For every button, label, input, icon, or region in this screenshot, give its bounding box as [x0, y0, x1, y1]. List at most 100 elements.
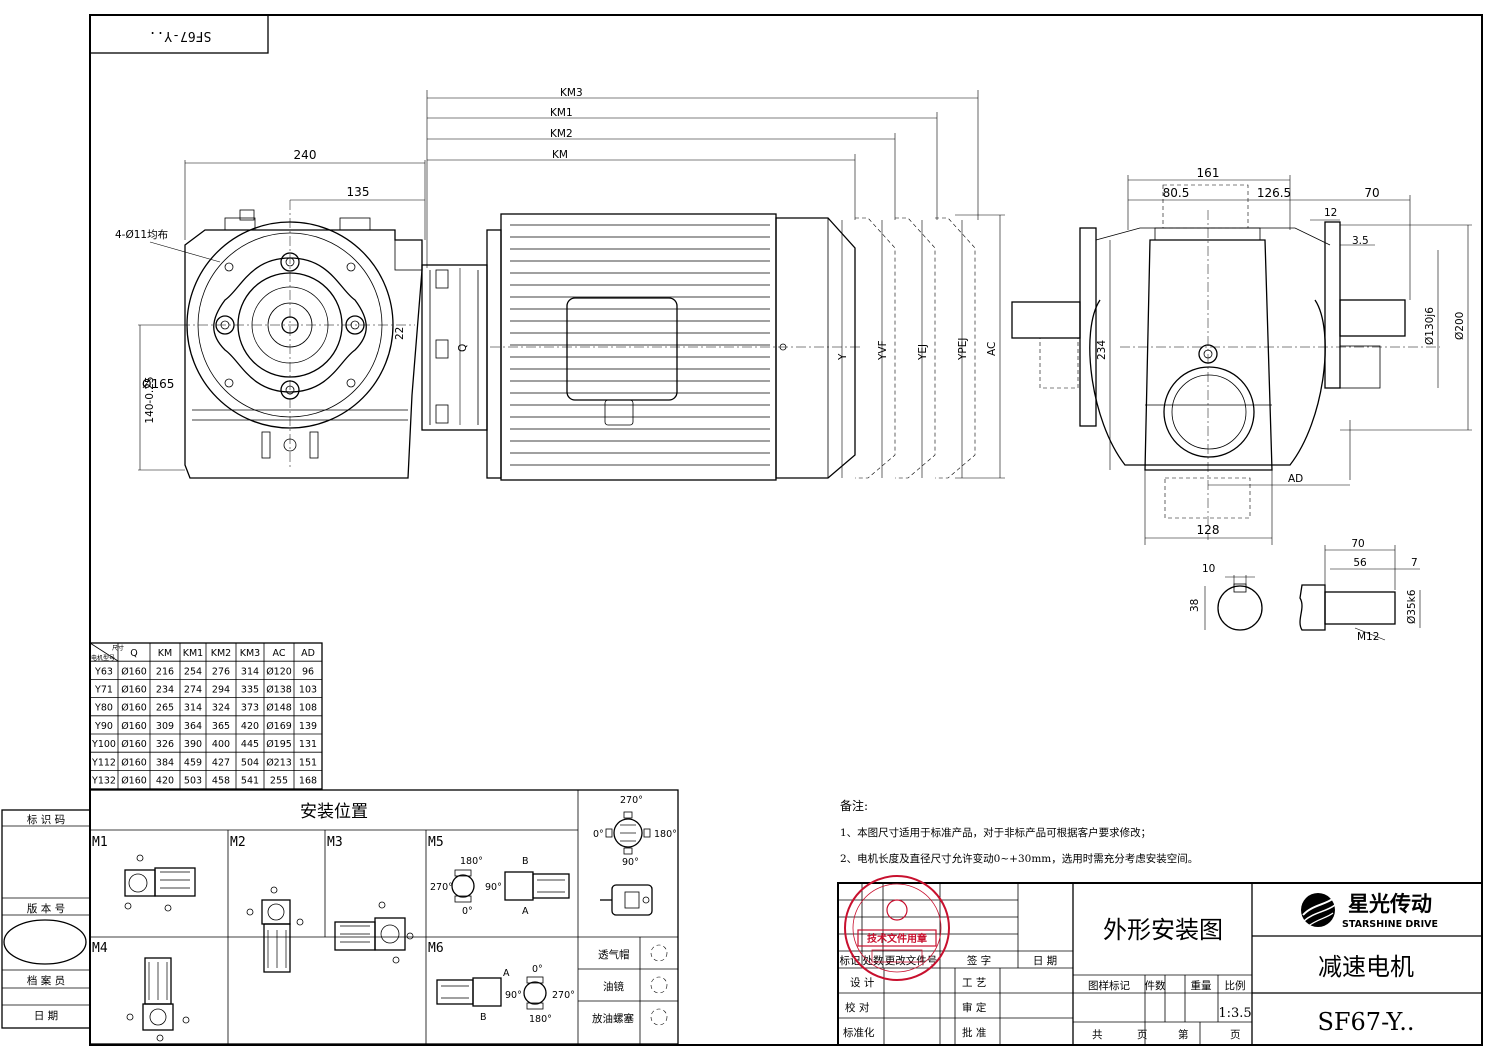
m6-angle-left: 90° [505, 990, 522, 1001]
dim-240: 240 [294, 148, 317, 162]
spec-header-q: Q [130, 648, 137, 659]
dim-ad: AD [1288, 473, 1303, 485]
dim-140: 140-0.25 [144, 376, 156, 423]
dim-km1: KM1 [550, 107, 573, 119]
spec-cell: 309 [156, 721, 174, 732]
dim-10: 10 [1202, 563, 1215, 575]
spec-cell: 276 [212, 666, 230, 677]
dim-234: 234 [1096, 340, 1108, 360]
tb-weight: 重量 [1191, 979, 1213, 992]
dim-km3: KM3 [560, 87, 583, 99]
spec-header-ad: AD [301, 648, 315, 659]
m5-letter-a: A [522, 906, 529, 917]
dim-y: Y [837, 353, 849, 361]
spec-header-km: KM [158, 648, 172, 659]
spec-cell: Ø120 [266, 666, 292, 677]
spec-cell: Ø160 [121, 703, 147, 714]
tb-process: 工 艺 [962, 977, 986, 989]
m5-angle-right: 90° [485, 882, 502, 893]
spec-cell: 384 [156, 757, 174, 768]
spec-cell: 131 [299, 739, 317, 750]
tb-review: 审 定 [962, 1001, 987, 1014]
spec-cell: 254 [184, 666, 202, 677]
tb-check: 校 对 [845, 1001, 870, 1014]
stamp-text: 技术文件用章 [867, 932, 927, 945]
spec-cell: Ø195 [266, 739, 292, 750]
spec-row-model: Y90 [94, 721, 113, 732]
spec-cell: 324 [212, 703, 230, 714]
spec-cell: Ø169 [266, 721, 292, 732]
dim-161: 161 [1197, 166, 1220, 180]
m5-angle-left: 270° [430, 882, 453, 893]
dim-35k6: Ø35k6 [1406, 589, 1418, 624]
spec-cell: 274 [184, 685, 202, 696]
tb-drawing-name: 外形安装图 [1103, 916, 1223, 944]
spec-row-model: Y112 [91, 757, 116, 768]
dim-ypej: YPEJ [957, 338, 969, 361]
notes-item-1: 1、本图尺寸适用于标准产品，对于非标产品可根据客户要求修改； [840, 826, 1151, 839]
dim-d165: Ø165 [142, 377, 174, 391]
spec-cell: 168 [299, 776, 317, 787]
dim-128: 128 [1197, 523, 1220, 537]
pos-m5: M5 [428, 835, 444, 850]
brand-en: STARSHINE DRIVE [1342, 919, 1438, 930]
pos-m6: M6 [428, 941, 444, 956]
m6-angle-right: 270° [552, 990, 575, 1001]
tb-page-1: 页 [1137, 1029, 1148, 1041]
m6-letter-b: B [480, 1012, 487, 1023]
dim-km: KM [552, 149, 568, 161]
tb-scale: 1:3.5 [1218, 1006, 1251, 1021]
front-view [180, 200, 488, 479]
spec-corner-bottom: 电机型号 [91, 654, 115, 662]
dim-3-5: 3.5 [1352, 235, 1369, 247]
dim-m12: M12 [1357, 631, 1379, 643]
m6-letter-a: A [503, 968, 510, 979]
tb-product: 减速电机 [1318, 953, 1414, 981]
mounting-positions: 安装位置 M1 M2 M3 M4 M5 M6 [89, 789, 679, 1045]
tb-approve: 批 准 [962, 1026, 986, 1039]
legend-drainplug: 放油螺塞 [592, 1012, 634, 1025]
strip-date: 日 期 [34, 1010, 58, 1022]
tb-scale-label: 比例 [1225, 979, 1246, 992]
notes-title: 备注: [840, 798, 868, 813]
dim-56: 56 [1353, 557, 1367, 569]
pos-m1: M1 [92, 835, 108, 850]
m5-letter-b: B [522, 856, 529, 867]
drainplug-icon [650, 1008, 668, 1026]
spec-cell: 503 [184, 776, 202, 787]
m5-angle-bottom: 0° [462, 906, 473, 917]
dim-135: 135 [347, 185, 370, 199]
spec-cell: 427 [212, 757, 230, 768]
tb-total: 共 [1092, 1029, 1103, 1041]
dim-12: 12 [1324, 207, 1337, 219]
spec-cell: 373 [241, 703, 259, 714]
spec-cell: Ø148 [266, 703, 292, 714]
spec-cell: Ø213 [266, 757, 292, 768]
spec-header-km3: KM3 [240, 648, 260, 659]
dim-km2: KM2 [550, 128, 573, 140]
spec-cell: 96 [302, 666, 314, 677]
m6-angle-bottom: 180° [529, 1014, 552, 1025]
notes-item-2: 2、电机长度及直径尺寸允许变动0~+30mm，选用时需充分考虑安装空间。 [840, 852, 1198, 865]
spec-cell: 445 [241, 739, 259, 750]
side-dimensions: 161 80.5 126.5 70 12 3.5 234 Ø130j6 Ø200… [1096, 166, 1472, 545]
spec-cell: 420 [241, 721, 259, 732]
model-header-box [89, 14, 269, 54]
spec-cell: 151 [299, 757, 317, 768]
orient-0: 0° [593, 829, 604, 840]
tb-count: 处数 [863, 954, 884, 967]
motor-dimensions: KM3 KM1 KM2 KM Y YVF YEJ YPEJ AC [426, 87, 1005, 479]
orient-270: 270° [620, 795, 643, 806]
dim-22: 22 [394, 327, 406, 340]
spec-row-model: Y63 [94, 666, 113, 677]
orient-180: 180° [654, 829, 677, 840]
side-view [1011, 184, 1440, 540]
spec-cell: Ø160 [121, 776, 147, 787]
spec-cell: 294 [212, 685, 230, 696]
spec-row-model: Y100 [91, 739, 116, 750]
orient-90: 90° [622, 857, 639, 868]
spec-cell: 103 [299, 685, 317, 696]
spec-header-km2: KM2 [211, 648, 231, 659]
